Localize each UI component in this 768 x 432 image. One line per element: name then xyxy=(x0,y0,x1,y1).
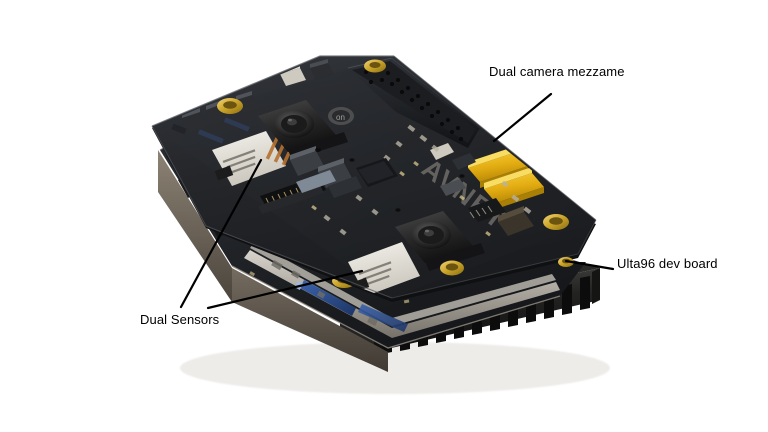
camera-sensor-module xyxy=(395,211,485,271)
leader-line-mezzanine xyxy=(492,92,553,143)
board-components xyxy=(290,146,362,198)
leader-line-sensor-lower xyxy=(206,269,364,310)
callout-label-dual-sensors: Dual Sensors xyxy=(140,312,220,327)
standoff xyxy=(217,59,569,276)
callout-label-ultra96-dev-board: Ulta96 dev board xyxy=(617,256,718,271)
dual-camera-mezzanine: AVNET on xyxy=(151,55,597,302)
pin-header xyxy=(347,58,481,148)
board-components xyxy=(430,143,534,236)
svg-text:on: on xyxy=(336,113,345,122)
module-label xyxy=(212,131,286,186)
callout-label-dual-camera-mezzanine: Dual camera mezzame xyxy=(489,64,625,79)
leader-line-sensor-upper xyxy=(179,158,263,309)
yellow-connector xyxy=(484,167,544,209)
leader-line-ultra96 xyxy=(564,259,615,271)
edge-switches xyxy=(171,91,260,144)
